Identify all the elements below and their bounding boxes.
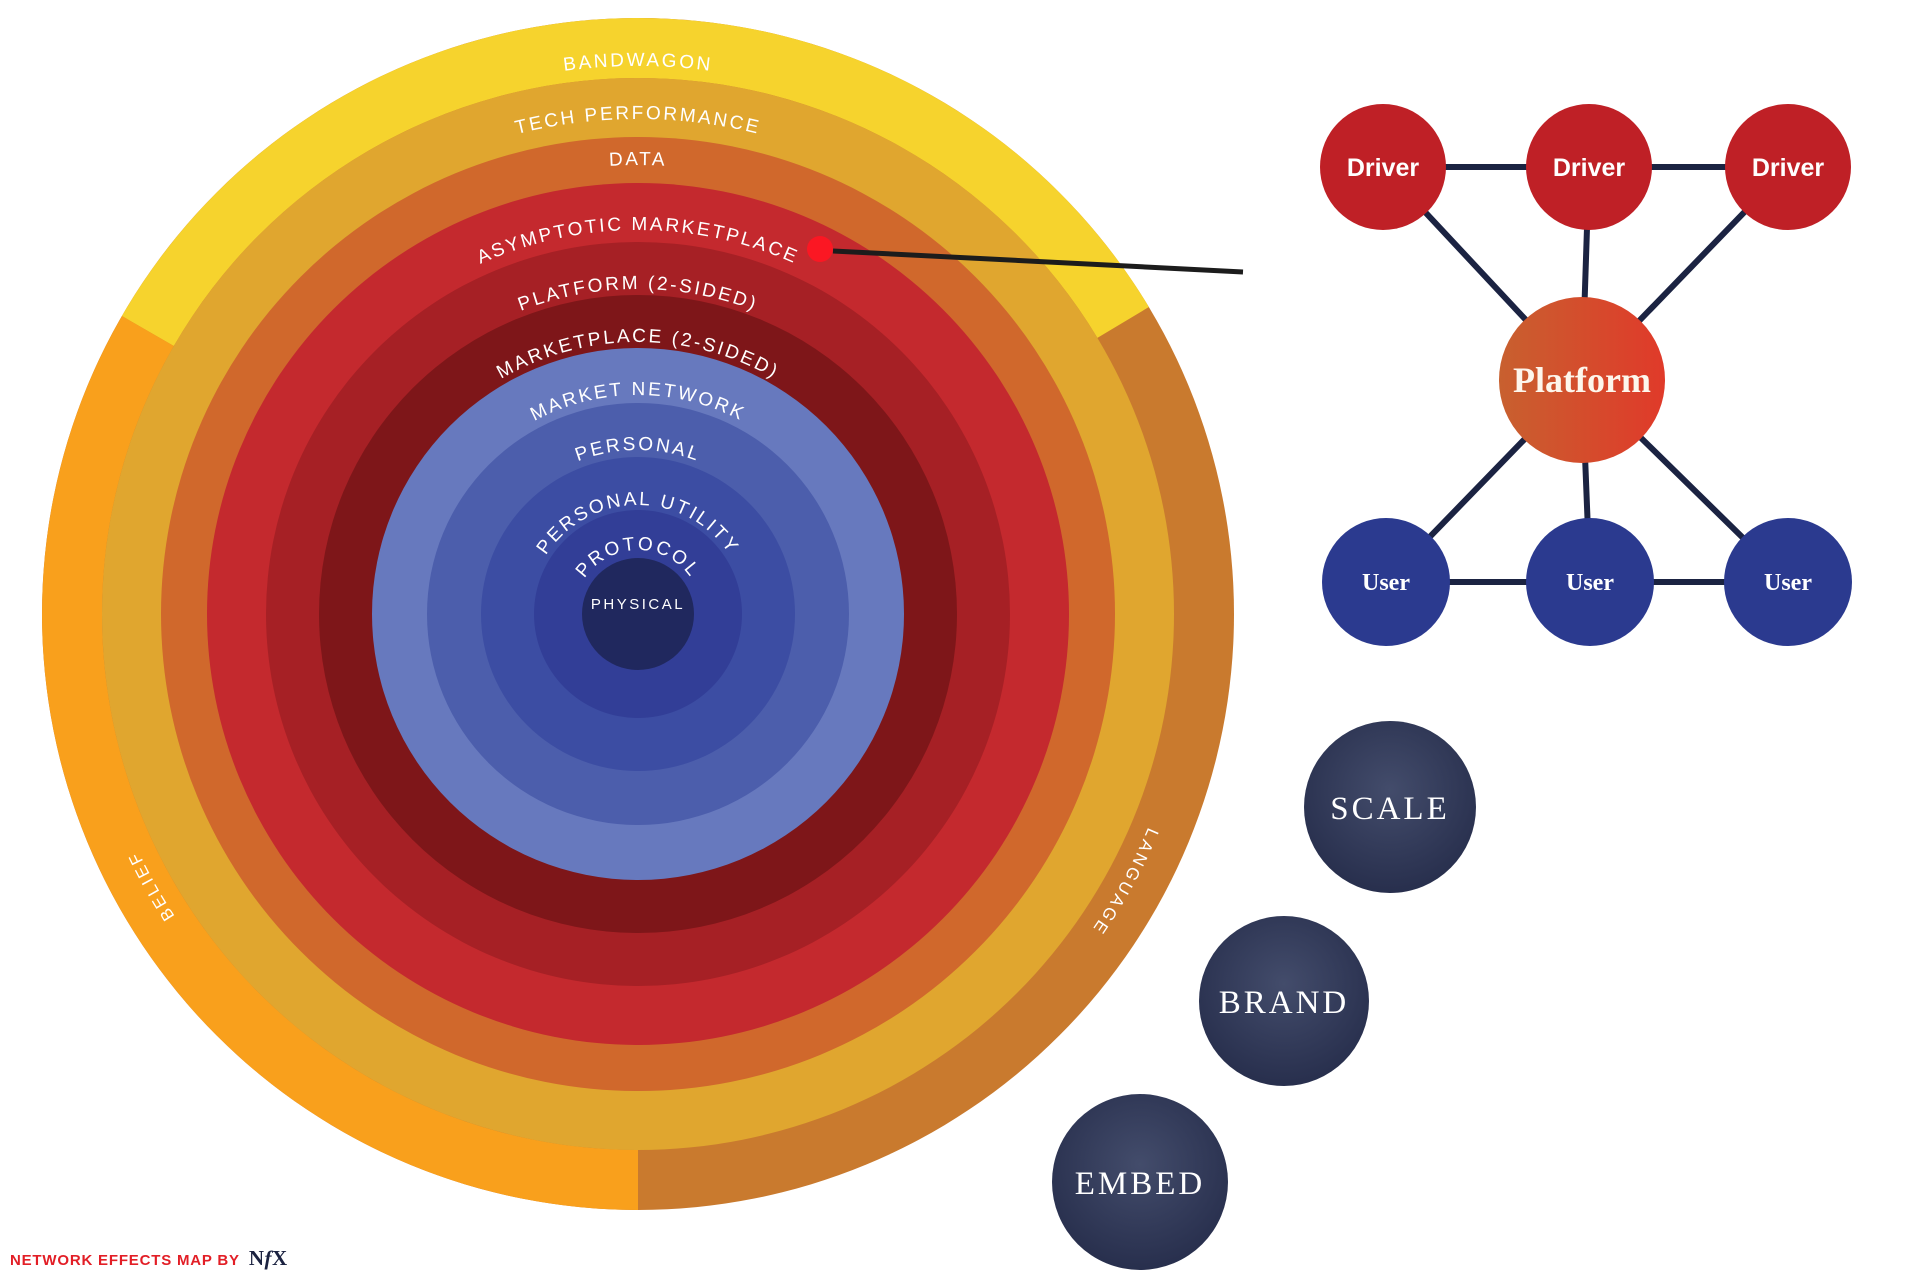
nfx-logo-n: N [248, 1246, 265, 1270]
ring-physical-core [582, 558, 694, 670]
ring-outer-belief-segment [42, 316, 639, 1210]
footer-credit-bar: NETWORK EFFECTS MAP BY NfX [10, 1246, 288, 1271]
driver-node-3 [1725, 104, 1851, 230]
driver-node-3-label: Driver [1752, 154, 1825, 182]
callout-dot [807, 236, 833, 262]
scale-badge [1304, 721, 1476, 893]
driver-node-2 [1526, 104, 1652, 230]
embed-badge [1052, 1094, 1228, 1270]
ring-label-data: DATA [609, 149, 668, 171]
scale-badge-label: SCALE [1330, 791, 1450, 827]
callout-line [832, 248, 1244, 275]
driver-node-2-label: Driver [1553, 154, 1626, 182]
callout [807, 236, 1244, 275]
brand-badge-label: BRAND [1219, 985, 1350, 1021]
concentric-rings [42, 18, 1234, 1210]
brand-badge [1199, 916, 1369, 1086]
driver-node-1-label: Driver [1347, 154, 1420, 182]
nfx-logo: NfX [249, 1246, 288, 1271]
user-node-3-label: User [1764, 570, 1812, 596]
user-node-3 [1724, 518, 1852, 646]
user-node-2-label: User [1566, 570, 1614, 596]
ring-outer-bandwagon-segment [121, 18, 1149, 346]
footer-credit-text: NETWORK EFFECTS MAP BY [10, 1252, 240, 1269]
platform-node-label: Platform [1513, 360, 1651, 400]
user-node-2 [1526, 518, 1654, 646]
nfx-logo-f: f [264, 1246, 272, 1270]
user-node-1-label: User [1362, 570, 1410, 596]
user-node-1 [1322, 518, 1450, 646]
defensibility-badges: SCALE BRAND EMBED [1052, 721, 1476, 1270]
embed-badge-label: EMBED [1075, 1166, 1206, 1202]
nfx-logo-x: X [272, 1246, 288, 1270]
ring-label-physical: PHYSICAL [591, 596, 685, 613]
platform-node [1499, 297, 1665, 463]
platform-network-diagram: Driver Driver Driver Platform User User … [1320, 104, 1852, 646]
driver-node-1 [1320, 104, 1446, 230]
